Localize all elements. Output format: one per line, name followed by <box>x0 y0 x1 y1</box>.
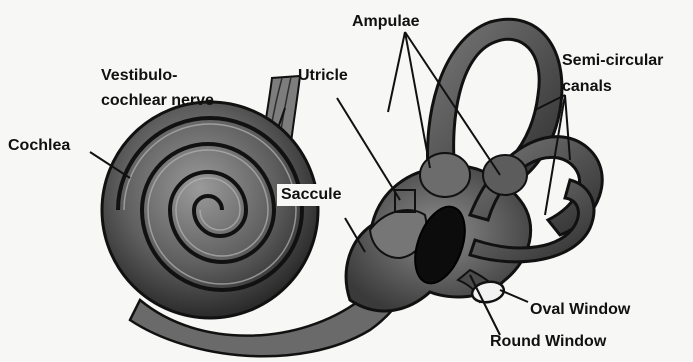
cochlea <box>102 102 318 318</box>
ampulae-leader-1 <box>388 32 405 112</box>
label-vestibulo: Vestibulo- <box>101 66 177 86</box>
label-cochlear-nerve: cochlear nerve <box>101 91 214 111</box>
label-saccule: Saccule <box>277 184 345 206</box>
label-utricle: Utricle <box>298 66 348 86</box>
oval-window-leader <box>500 290 528 302</box>
label-oval-window: Oval Window <box>530 300 630 320</box>
label-round-window: Round Window <box>490 332 606 352</box>
label-ampulae: Ampulae <box>352 12 420 32</box>
utricle-leader <box>337 98 400 200</box>
label-canals: canals <box>562 77 612 97</box>
label-semicircular: Semi-circular <box>562 51 663 71</box>
label-cochlea: Cochlea <box>8 136 70 156</box>
